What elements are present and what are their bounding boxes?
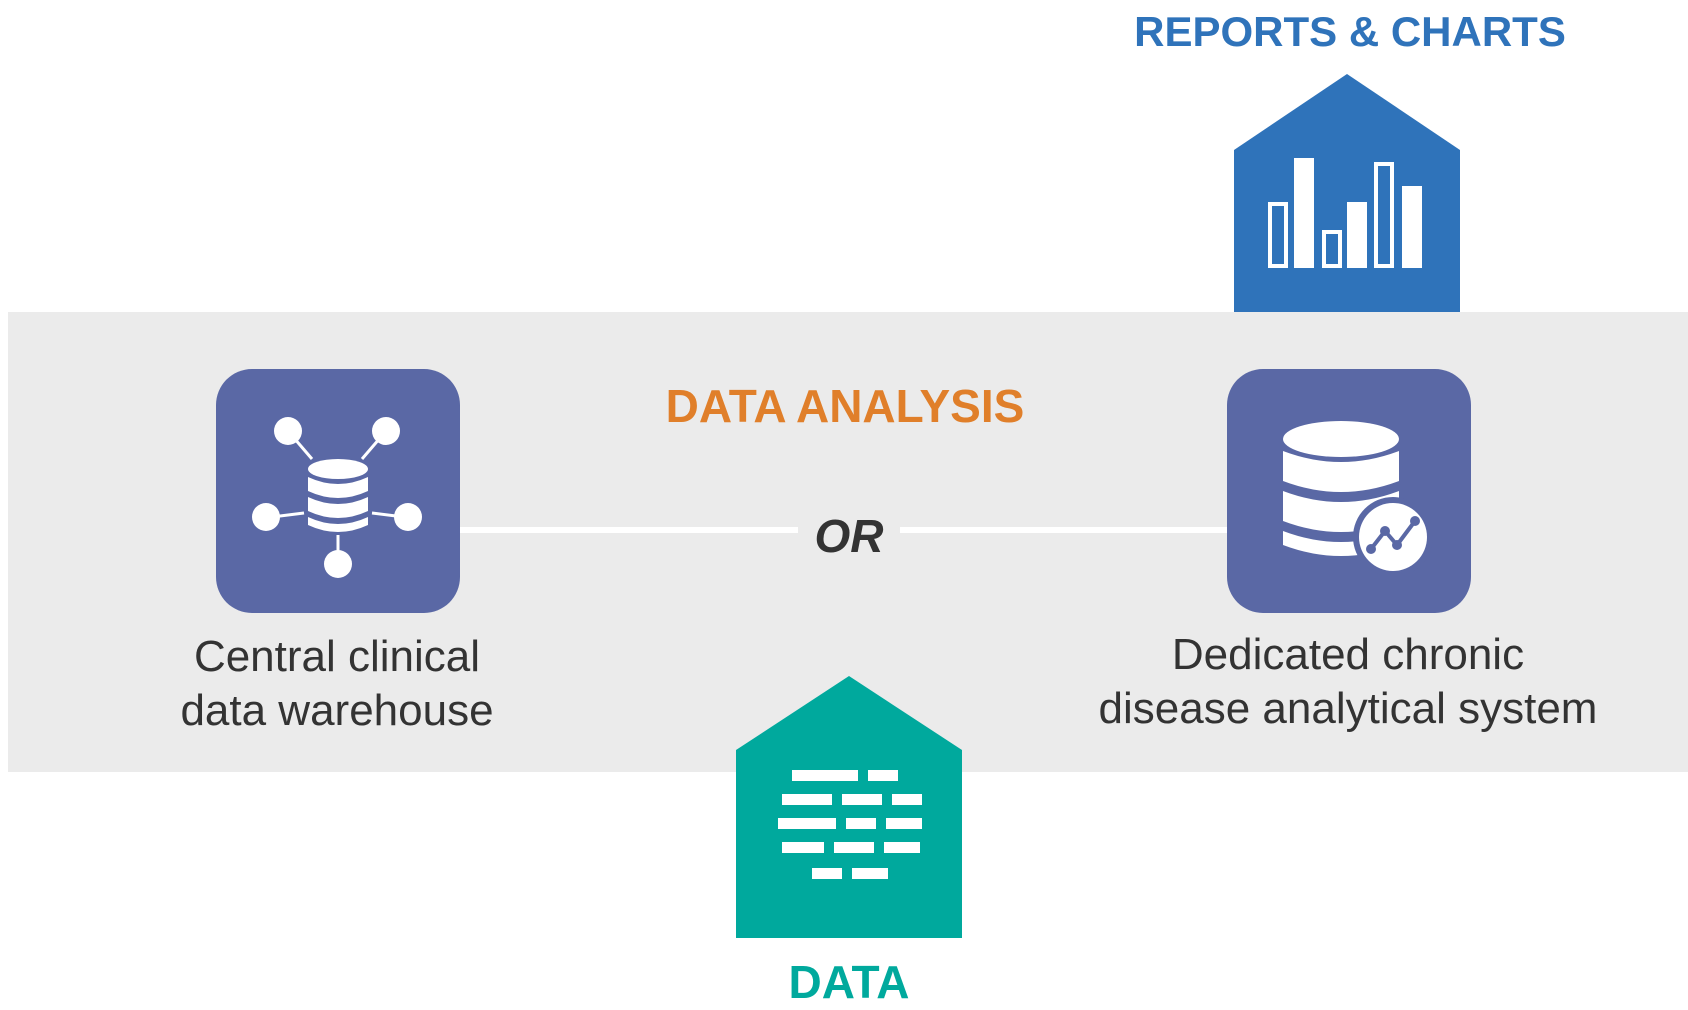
or-label: OR <box>814 510 884 562</box>
connector-line-right <box>900 527 1230 533</box>
central-warehouse-caption-line2: data warehouse <box>180 686 494 735</box>
data-label: DATA <box>788 956 910 1008</box>
chronic-disease-system-tile <box>1227 369 1471 613</box>
reports-charts-label: REPORTS & CHARTS <box>1134 8 1566 55</box>
central-warehouse-caption: Central clinical data warehouse <box>140 630 534 738</box>
database-analytics-icon <box>1283 421 1433 577</box>
networked-database-icon <box>252 417 422 578</box>
chronic-disease-system-caption: Dedicated chronic disease analytical sys… <box>1070 628 1626 736</box>
data-analysis-label: DATA ANALYSIS <box>665 380 1025 432</box>
chronic-disease-system-caption-line1: Dedicated chronic <box>1171 630 1525 679</box>
bar-chart-house-icon <box>1234 74 1460 314</box>
central-warehouse-caption-line1: Central clinical <box>193 632 481 681</box>
central-warehouse-tile <box>216 369 460 613</box>
connector-line-left <box>460 527 798 533</box>
chronic-disease-system-caption-line2: disease analytical system <box>1098 684 1598 733</box>
data-records-house-icon <box>736 676 962 938</box>
